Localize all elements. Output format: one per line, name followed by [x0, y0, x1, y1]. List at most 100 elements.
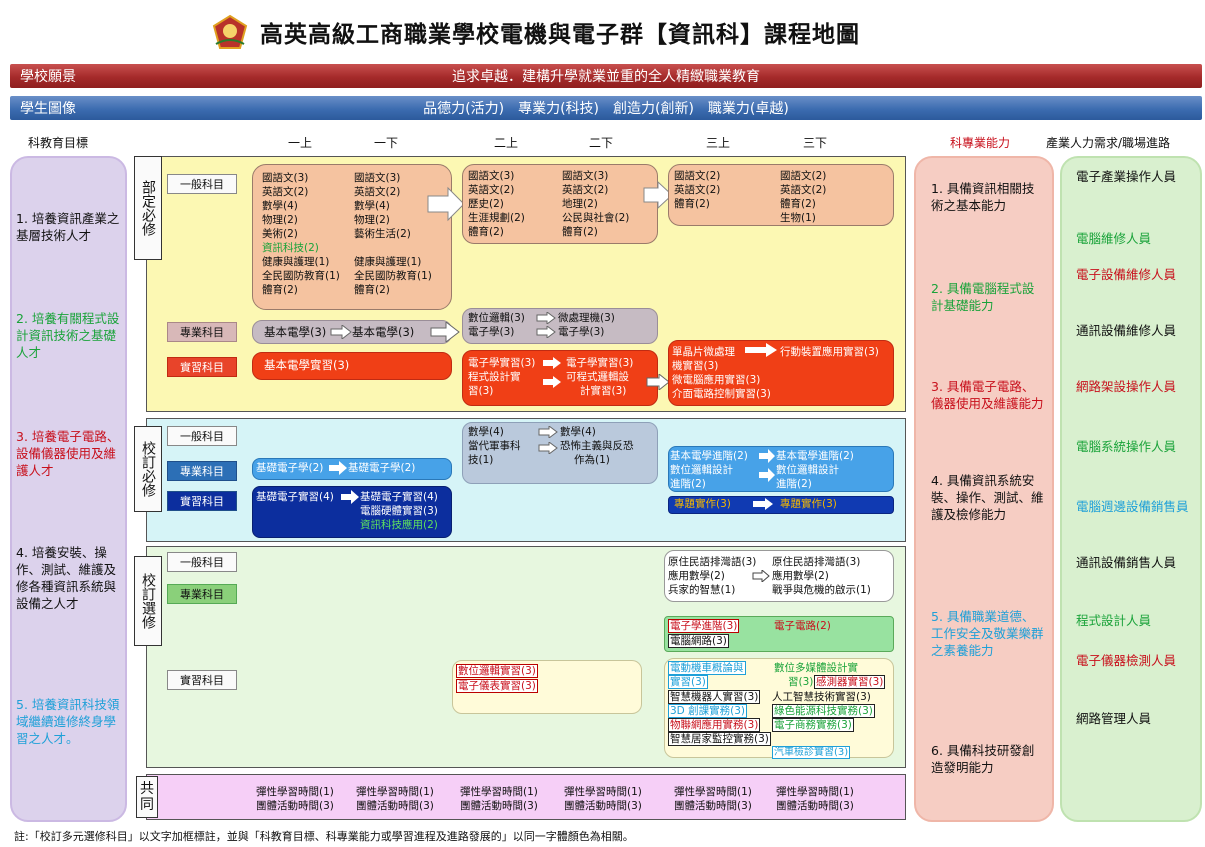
semester-1a: 一上 [288, 136, 313, 150]
ministry-general-label: 一般科目 [167, 174, 237, 194]
elective-prac-m: 電子商務實務(3) [772, 718, 854, 732]
elective-gen-d: 原住民語排灣語(3) [772, 556, 861, 568]
gen-y1-c1: 全民國防教育(1) [262, 270, 340, 282]
big-arrow-icon [643, 180, 673, 210]
elective-gen-e: 應用數學(2) [772, 570, 829, 582]
elective-prac-a: 數位邏輯實習(3) [456, 664, 538, 678]
semester-3b: 三下 [803, 136, 828, 150]
job-5: 網路架設操作人員 [1076, 379, 1177, 394]
prac-y3-a: 單晶片微處理 [672, 346, 735, 358]
gen-y2-a0: 國語文(3) [468, 170, 515, 182]
school-elective-label: 校訂選修 [134, 556, 162, 646]
prac-y2-f: 計實習(3) [580, 385, 627, 397]
school-gen-d: 數學(4) [560, 426, 596, 438]
gen-y3-a1: 英語文(2) [674, 184, 721, 196]
jobs-header: 產業人力需求/職場進路 [1046, 136, 1171, 150]
ability-6: 6. 具備科技研發創造發明能力 [931, 743, 1035, 775]
gen-y1-box [252, 164, 452, 310]
goal-4: 4. 培養安裝、操作、測試、維護及修各種資訊系統與設備之人才 [16, 545, 117, 611]
prac-y3-c: 行動裝置應用實習(3) [780, 346, 879, 358]
goal-1: 1. 培養資訊產業之基層技術人才 [16, 211, 120, 243]
school-gen-c: 技(1) [468, 454, 494, 466]
school-required-label: 校訂必修 [134, 426, 162, 512]
school-major-c: 基本電學進階(2) [670, 450, 748, 462]
elective-gen-b: 應用數學(2) [668, 570, 725, 582]
school-gen-e: 恐怖主義與反恐 [560, 440, 634, 452]
job-9: 程式設計人員 [1076, 613, 1152, 628]
school-emblem-icon [212, 14, 248, 49]
elective-prac-b: 電子儀表實習(3) [456, 679, 538, 693]
common-3a-l2: 團體活動時間(3) [674, 800, 752, 812]
elective-general-label: 一般科目 [167, 552, 237, 572]
elective-prac-g: 感測器實習(3) [814, 675, 886, 689]
common-2a-l2: 團體活動時間(3) [460, 800, 538, 812]
school-prac-e: 專題實作(3) [674, 498, 731, 510]
elective-practice-label: 實習科目 [167, 670, 237, 690]
gen-y1-a0: 國語文(3) [262, 172, 309, 184]
school-gen-y2-box [462, 422, 658, 484]
footnote: 註:「校訂多元選修科目」以文字加框標註，並與「科教育目標、科專業能力或學習進程及… [14, 830, 634, 843]
school-major-a: 基礎電子學(2) [256, 462, 324, 474]
arrow-right-icon [330, 325, 352, 339]
gen-y2-a1: 英語文(2) [468, 184, 515, 196]
ability-1: 1. 具備資訊相關技術之基本能力 [931, 181, 1035, 213]
job-7: 電腦週邊設備銷售員 [1076, 499, 1189, 514]
elective-prac-k: 綠色能源科技實務(3) [772, 704, 875, 718]
ministry-required-label: 部定必修 [134, 156, 162, 260]
gen-y2-b3: 公民與社會(2) [562, 212, 630, 224]
elective-prac-i: 人工智慧技術實習(3) [772, 691, 871, 703]
gen-y2-a2: 歷史(2) [468, 198, 504, 210]
school-gen-b: 當代軍事科 [468, 440, 521, 452]
ability-4: 4. 具備資訊系統安裝、操作、測試、維護及檢修能力 [931, 473, 1044, 522]
job-6: 電腦系統操作人員 [1076, 439, 1177, 454]
job-8: 通訊設備銷售人員 [1076, 555, 1177, 570]
gen-y2-b2: 地理(2) [562, 198, 598, 210]
gen-y3-b1: 英語文(2) [780, 184, 827, 196]
gen-y1-b0: 國語文(3) [354, 172, 401, 184]
common-label: 共同 [136, 776, 158, 818]
semester-2b: 二下 [589, 136, 614, 150]
prac-y3-d: 微電腦應用實習(3) [672, 374, 761, 386]
school-major-b: 基礎電子學(2) [348, 462, 416, 474]
prac-y1: 基本電學實習(3) [264, 358, 350, 372]
prac-y2-box [462, 350, 658, 406]
major-y2-a: 數位邏輯(3) [468, 312, 525, 324]
arrow-right-icon [759, 449, 775, 463]
prac-y2-e: 可程式邏輯設 [566, 371, 629, 383]
elective-gen-c: 兵家的智慧(1) [668, 584, 736, 596]
ability-5: 5. 具備職業道德、工作安全及敬業樂群之素養能力 [931, 609, 1044, 658]
arrow-right-icon [745, 343, 777, 357]
arrow-right-icon [538, 426, 558, 438]
arrow-right-icon [538, 442, 558, 454]
arrow-right-icon [646, 374, 670, 390]
school-prac-y3-box [668, 496, 894, 514]
school-prac-a: 基礎電子實習(4) [256, 491, 334, 503]
common-1b-l1: 彈性學習時間(1) [356, 786, 434, 798]
gen-y1-a1: 英語文(2) [262, 186, 309, 198]
school-general-label: 一般科目 [167, 426, 237, 446]
school-prac-b: 基礎電子實習(4) [360, 491, 438, 503]
gen-y3-a2: 體育(2) [674, 198, 710, 210]
elective-major-c: 電腦網路(3) [668, 634, 729, 648]
gen-y2-a3: 生涯規劃(2) [468, 212, 525, 224]
arrow-right-icon [536, 312, 556, 324]
common-3a-l1: 彈性學習時間(1) [674, 786, 752, 798]
gen-y3-b3: 生物(1) [780, 212, 816, 224]
elective-prac-l: 物聯網應用實務(3) [668, 718, 761, 732]
goal-5: 5. 培養資訊科技領域繼續進修終身學習之人才。 [16, 697, 120, 746]
major-y2-b: 電子學(3) [468, 326, 515, 338]
vision-text: 追求卓越．建構升學就業並重的全人精緻職業教育 [452, 69, 760, 85]
common-3b-l1: 彈性學習時間(1) [776, 786, 854, 798]
school-major-y1-box [252, 458, 452, 480]
gen-y1-d0: 健康與護理(1) [354, 256, 422, 268]
job-10: 電子儀器檢測人員 [1076, 653, 1177, 668]
arrow-right-icon [543, 376, 561, 388]
gen-y2-a4: 體育(2) [468, 226, 504, 238]
elective-gen-f: 戰爭與危機的啟示(1) [772, 584, 871, 596]
abilities-panel [914, 156, 1054, 822]
major-y1-a: 基本電學(3) [264, 325, 327, 339]
school-gen-f: 作為(1) [574, 454, 610, 466]
major-y1-box [252, 320, 452, 344]
gen-y1-b3: 物理(2) [354, 214, 390, 226]
jobs-panel [1060, 156, 1202, 822]
